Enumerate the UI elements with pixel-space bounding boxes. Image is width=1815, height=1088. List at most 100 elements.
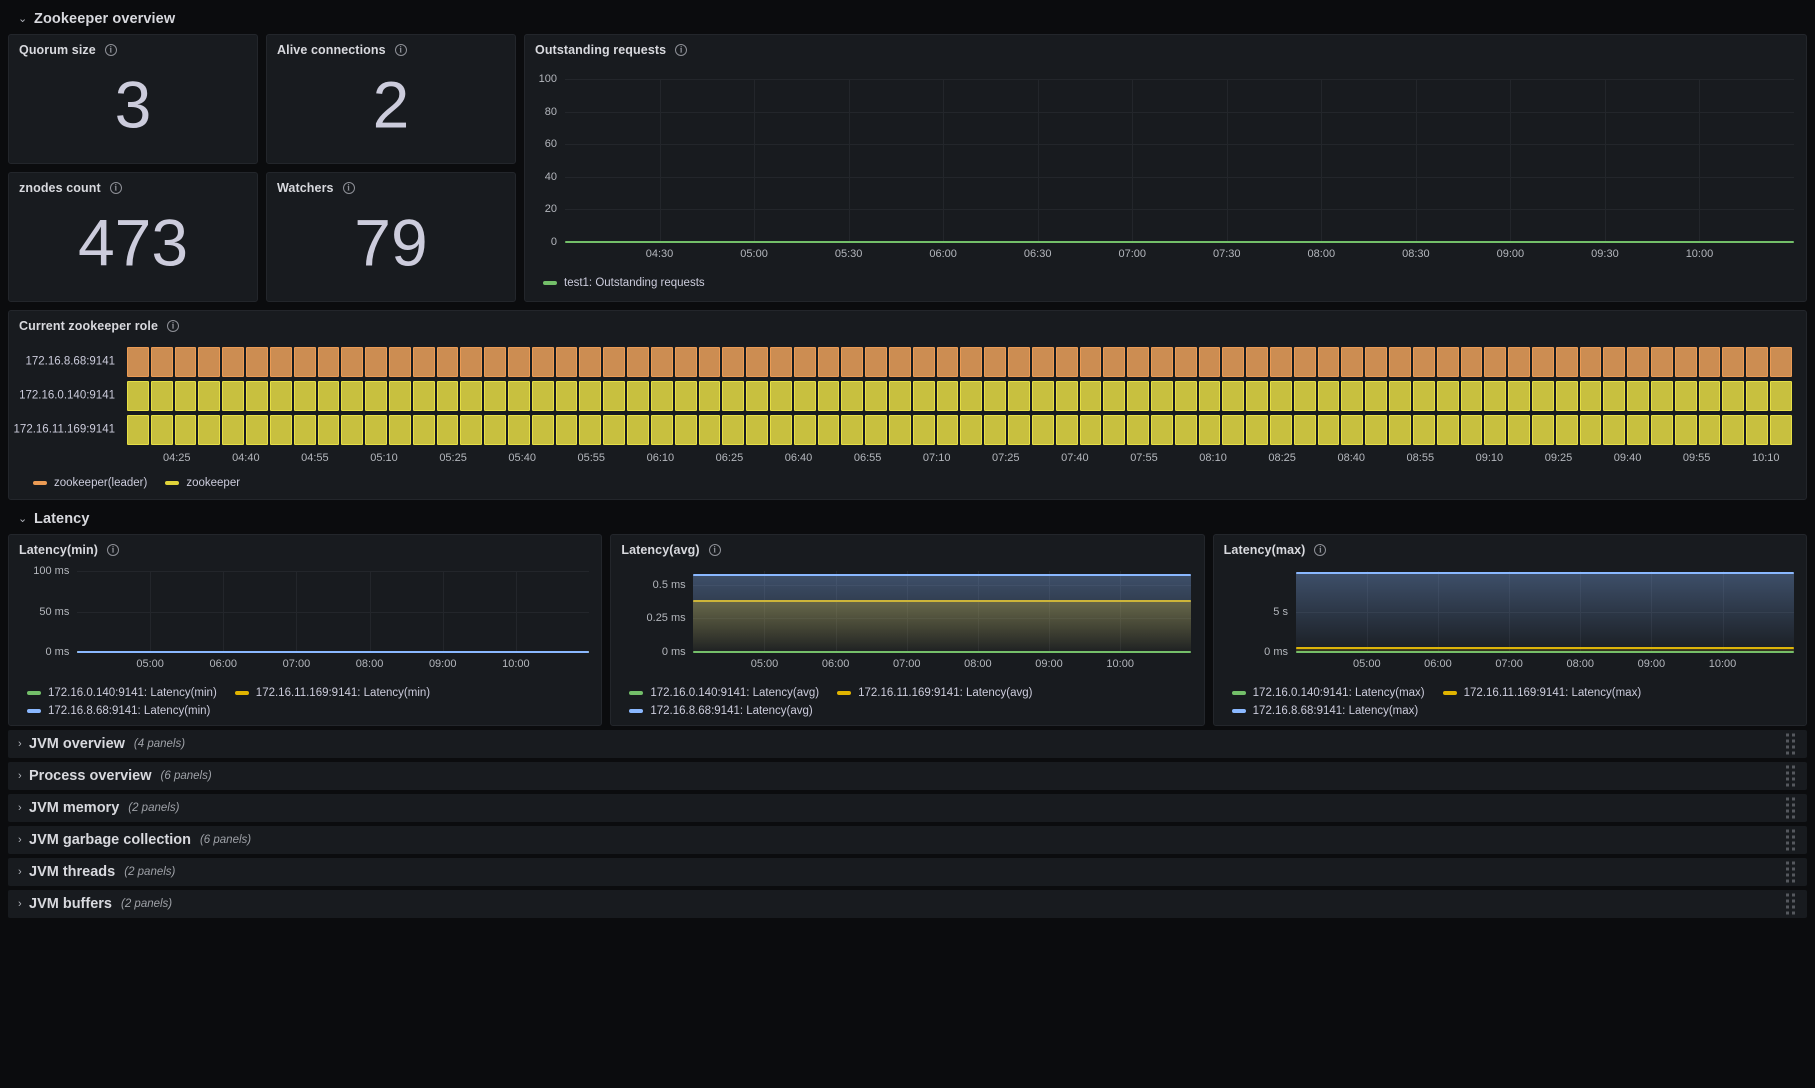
x-axis-tick-label: 09:00 xyxy=(1496,248,1525,260)
timeline-track[interactable] xyxy=(127,381,1792,411)
timeline-cell xyxy=(1222,381,1245,411)
row-header-latency[interactable]: ⌄ Latency xyxy=(8,504,1807,534)
info-icon[interactable] xyxy=(394,44,407,56)
info-icon[interactable] xyxy=(675,44,688,56)
collapsed-row-jvm-garbage-collection[interactable]: ›JVM garbage collection(6 panels) xyxy=(8,826,1807,854)
timeline-cell xyxy=(1031,415,1054,445)
info-icon[interactable] xyxy=(109,182,122,194)
timeline-cell xyxy=(127,347,149,377)
panel-alive-connections[interactable]: Alive connections 2 xyxy=(266,34,516,164)
drag-handle-icon[interactable] xyxy=(1786,861,1795,883)
legend-item[interactable]: 172.16.11.169:9141: Latency(max) xyxy=(1442,687,1641,699)
drag-handle-icon[interactable] xyxy=(1786,893,1795,915)
legend-item[interactable]: 172.16.8.68:9141: Latency(min) xyxy=(27,705,210,717)
timeline-cell xyxy=(174,347,197,377)
info-icon[interactable] xyxy=(1314,544,1327,556)
info-icon[interactable] xyxy=(708,544,721,556)
timeline-cell xyxy=(984,415,1007,445)
timeline-cell xyxy=(722,347,745,377)
y-axis-tick-label: 0 ms xyxy=(661,646,686,658)
collapsed-row-panel-count: (4 panels) xyxy=(133,738,186,750)
info-icon[interactable] xyxy=(107,544,119,556)
timeline-cell xyxy=(1222,347,1245,377)
timeline-cell xyxy=(769,415,792,445)
gridline-vertical xyxy=(1120,571,1122,652)
x-axis-tick-label: 05:00 xyxy=(1353,658,1381,670)
legend-item[interactable]: 172.16.11.169:9141: Latency(avg) xyxy=(837,687,1032,699)
timeline-cell xyxy=(960,347,983,377)
collapsed-row-jvm-overview[interactable]: ›JVM overview(4 panels) xyxy=(8,730,1807,758)
gridline-vertical xyxy=(835,571,837,652)
timeline-cell xyxy=(1079,347,1102,377)
timeline-cell xyxy=(698,381,721,411)
legend-item[interactable]: zookeeper(leader) xyxy=(33,477,147,489)
x-axis-tick-label: 05:00 xyxy=(136,658,164,670)
legend-color-swatch xyxy=(543,281,557,285)
timeline-cell xyxy=(841,347,864,377)
panel-latency-avg[interactable]: Latency(avg) 0 ms0.25 ms0.5 ms05:0006:00… xyxy=(610,534,1205,726)
collapsed-row-jvm-threads[interactable]: ›JVM threads(2 panels) xyxy=(8,858,1807,886)
timeline-cell xyxy=(960,415,983,445)
drag-handle-icon[interactable] xyxy=(1786,765,1795,787)
legend-item[interactable]: 172.16.11.169:9141: Latency(min) xyxy=(234,687,430,699)
gridline-vertical xyxy=(1510,79,1512,242)
drag-handle-icon[interactable] xyxy=(1786,829,1795,851)
collapsed-row-jvm-memory[interactable]: ›JVM memory(2 panels) xyxy=(8,794,1807,822)
timeline-cell xyxy=(1770,381,1792,411)
stat-value: 2 xyxy=(372,67,410,142)
x-axis-tick-label: 09:40 xyxy=(1613,452,1642,464)
drag-handle-icon[interactable] xyxy=(1786,733,1795,755)
timeline-cell xyxy=(174,415,197,445)
timeline-cell xyxy=(627,415,649,445)
timeline-cell xyxy=(269,347,292,377)
chevron-right-icon: › xyxy=(18,770,22,782)
timeline-cell xyxy=(722,381,745,411)
info-icon[interactable] xyxy=(167,320,180,332)
timeline-cell xyxy=(1150,381,1173,411)
timeline-cell xyxy=(1341,347,1364,377)
collapsed-row-jvm-buffers[interactable]: ›JVM buffers(2 panels) xyxy=(8,890,1807,918)
timeline-cell xyxy=(1055,381,1078,411)
info-icon[interactable] xyxy=(342,182,355,194)
panel-outstanding-requests[interactable]: Outstanding requests 02040608010004:3005… xyxy=(524,34,1807,302)
timeline-track[interactable] xyxy=(127,415,1792,445)
legend-item[interactable]: 172.16.0.140:9141: Latency(avg) xyxy=(629,687,819,699)
timeline-cell xyxy=(746,381,768,411)
collapsed-row-panel-count: (2 panels) xyxy=(124,866,176,878)
timeline-cell xyxy=(412,381,435,411)
timeline-cell xyxy=(1531,415,1554,445)
legend-item[interactable]: zookeeper xyxy=(165,477,240,489)
panel-znodes-count[interactable]: znodes count 473 xyxy=(8,172,258,302)
gridline-vertical xyxy=(1722,571,1724,652)
collapsed-row-panel-count: (6 panels) xyxy=(199,834,252,846)
legend-item[interactable]: 172.16.8.68:9141: Latency(max) xyxy=(1231,705,1418,717)
legend-item[interactable]: 172.16.0.140:9141: Latency(max) xyxy=(1231,687,1425,699)
legend-item[interactable]: test1: Outstanding requests xyxy=(543,277,705,289)
timeline-cell xyxy=(579,347,602,377)
timeline-cell xyxy=(1746,381,1769,411)
panel-latency-max[interactable]: Latency(max) 0 ms5 s05:0006:0007:0008:00… xyxy=(1212,534,1807,726)
timeline-cell xyxy=(1293,381,1316,411)
timeline-track[interactable] xyxy=(127,347,1792,377)
panel-watchers[interactable]: Watchers 79 xyxy=(266,172,516,302)
row-header-zookeeper-overview[interactable]: ⌄ Zookeeper overview xyxy=(8,4,1807,34)
info-icon[interactable] xyxy=(104,44,117,56)
collapsed-row-process-overview[interactable]: ›Process overview(6 panels) xyxy=(8,762,1807,790)
timeline-cell xyxy=(936,347,959,377)
timeline-cell xyxy=(317,347,340,377)
legend-item[interactable]: 172.16.8.68:9141: Latency(avg) xyxy=(629,705,813,717)
series-area-fill xyxy=(693,600,1192,652)
x-axis-tick-label: 06:55 xyxy=(853,452,882,464)
drag-handle-icon[interactable] xyxy=(1786,797,1795,819)
timeline-cell xyxy=(1508,415,1530,445)
timeline-cell xyxy=(889,415,911,445)
panel-current-zookeeper-role[interactable]: Current zookeeper role 172.16.8.68:91411… xyxy=(8,310,1807,500)
legend-item[interactable]: 172.16.0.140:9141: Latency(min) xyxy=(27,687,217,699)
panel-quorum-size[interactable]: Quorum size 3 xyxy=(8,34,258,164)
timeline-cell xyxy=(603,347,626,377)
timeline-cell xyxy=(1579,415,1602,445)
collapsed-row-title: JVM memory xyxy=(29,800,120,816)
